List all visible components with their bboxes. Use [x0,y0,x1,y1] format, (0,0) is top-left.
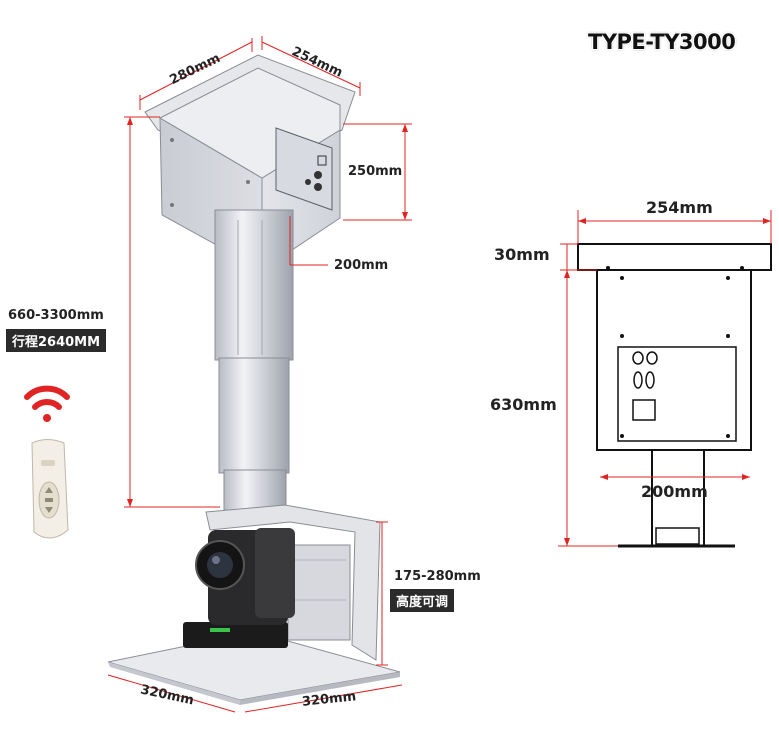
dim-pole: 200mm [334,258,389,273]
front-view-drawing [577,243,772,548]
wifi-signal-icon [24,385,70,422]
remote-control-icon [31,439,69,539]
product-title: TYPE-TY3000 [588,30,736,54]
dim-travel-range: 660-3300mm [8,308,104,323]
dimension-arrows [127,117,771,546]
dim-height: 630mm [490,395,557,414]
dim-right-pole: 200mm [641,482,708,501]
dim-travel-tag: 行程2640MM [6,329,107,352]
dim-platform-height: 175-280mm [394,569,481,584]
camera-platform [107,504,401,705]
dim-width: 254mm [646,198,713,217]
ptz-camera-icon [183,528,295,648]
dim-platform-tag: 高度可调 [390,589,455,612]
left-dimension-lines [107,36,412,713]
front-view-screws [606,266,744,438]
dim-box-height: 250mm [348,164,403,179]
right-dimension-lines [558,210,772,547]
telescoping-pole [214,209,294,511]
dim-flange: 30mm [494,245,550,264]
